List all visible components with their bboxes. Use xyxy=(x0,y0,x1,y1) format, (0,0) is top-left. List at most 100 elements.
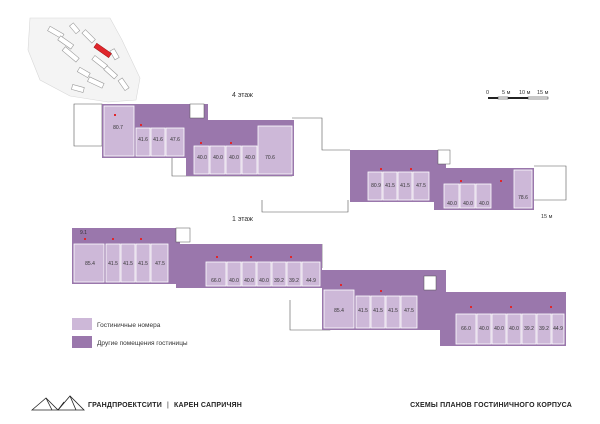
room-area-label: 85.4 xyxy=(334,308,344,314)
room-cell xyxy=(256,261,272,287)
room-cell xyxy=(205,261,227,287)
scale-tick-5: 5 м xyxy=(502,90,511,96)
room-area-label: 41.5 xyxy=(373,308,383,314)
footer-author: КАРЕН САПРИЧЯН xyxy=(174,402,243,409)
room-area-label: 47.5 xyxy=(155,261,165,267)
room-cell xyxy=(120,243,136,283)
room-area-label: 44.9 xyxy=(553,326,563,332)
scale-tick-0: 0 xyxy=(486,90,489,96)
room-area-label: 40.0 xyxy=(229,155,239,161)
room-area-label: 85.4 xyxy=(85,261,95,267)
room-area-label: 39.2 xyxy=(274,278,284,284)
room-cell xyxy=(475,183,492,209)
room-cell xyxy=(491,313,507,345)
legend-swatch-other xyxy=(72,336,92,348)
room-area-label: 39.2 xyxy=(524,326,534,332)
room-area-label: 40.0 xyxy=(509,326,519,332)
room-area-label: 80.9 xyxy=(371,183,381,189)
room-area-label: 41.5 xyxy=(123,261,133,267)
room-area-label: 66.0 xyxy=(211,278,221,284)
room-cell xyxy=(521,313,537,345)
floor-4-plan xyxy=(102,103,534,210)
room-area-label: 41.5 xyxy=(400,183,410,189)
room-area-label: 40.0 xyxy=(244,278,254,284)
room-cell xyxy=(286,261,302,287)
room-area-label: 41.5 xyxy=(138,261,148,267)
room-area-label: 39.2 xyxy=(539,326,549,332)
room-cell xyxy=(355,295,371,329)
floor-4-label: 4 этаж xyxy=(232,92,253,99)
room-cell xyxy=(551,313,565,345)
stair-core xyxy=(189,103,205,119)
room-area-label: 39.2 xyxy=(289,278,299,284)
stair-core xyxy=(437,149,451,165)
room-cell xyxy=(165,127,185,157)
room-cell xyxy=(193,145,210,175)
scale-tick-15: 15 м xyxy=(537,90,549,96)
room-area-label: 41.5 xyxy=(108,261,118,267)
room-cell xyxy=(382,171,398,201)
room-area-label: 40.0 xyxy=(447,201,457,207)
room-cell xyxy=(150,127,166,157)
room-cell xyxy=(476,313,492,345)
room-area-label: 41.5 xyxy=(388,308,398,314)
room-area-label: 40.0 xyxy=(494,326,504,332)
room-cell xyxy=(385,295,401,329)
room-cell xyxy=(323,289,355,329)
room-cell xyxy=(257,125,293,175)
room-cell xyxy=(536,313,552,345)
room-area-label: 40.0 xyxy=(479,201,489,207)
room-cell xyxy=(73,243,105,283)
room-cell xyxy=(459,183,476,209)
room-cell xyxy=(412,171,430,201)
footer-separator: | xyxy=(166,402,169,409)
room-cell xyxy=(455,313,477,345)
room-area-label: 44.9 xyxy=(306,278,316,284)
small-room-label: 9.1 xyxy=(80,230,87,236)
room-cell xyxy=(506,313,522,345)
site-highlight-building xyxy=(93,42,112,58)
legend-label-rooms: Гостиничные номера xyxy=(97,322,161,329)
floor-1-label: 1 этаж xyxy=(232,216,253,223)
scale-bar: 0 5 м 10 м 15 м xyxy=(486,90,549,100)
room-cell xyxy=(513,169,533,209)
room-cell xyxy=(225,145,242,175)
room-area-label: 41.5 xyxy=(385,183,395,189)
room-area-label: 40.0 xyxy=(197,155,207,161)
room-area-label: 40.0 xyxy=(229,278,239,284)
footer-title: СХЕМЫ ПЛАНОВ ГОСТИНИЧНОГО КОРПУСА xyxy=(410,402,572,409)
room-area-label: 40.0 xyxy=(259,278,269,284)
legend: Гостиничные номера Другие помещения гост… xyxy=(72,318,188,348)
room-cell xyxy=(209,145,226,175)
room-area-label: 40.0 xyxy=(245,155,255,161)
footer-brand: ГРАНДПРОЕКТСИТИ xyxy=(88,402,162,409)
room-area-label: 40.0 xyxy=(213,155,223,161)
room-area-label: 47.5 xyxy=(416,183,426,189)
stair-core xyxy=(175,227,191,243)
room-area-label: 41.5 xyxy=(358,308,368,314)
room-cell xyxy=(301,261,321,287)
room-area-label: 47.6 xyxy=(170,137,180,143)
room-cell xyxy=(241,145,258,175)
room-area-label: 78.6 xyxy=(518,195,528,201)
stair-core xyxy=(423,275,437,291)
room-cell xyxy=(105,243,121,283)
room-cell xyxy=(226,261,242,287)
room-cell xyxy=(135,243,151,283)
room-area-label: 40.0 xyxy=(463,201,473,207)
site-key-plan xyxy=(27,17,141,103)
floor-4-room-labels: 80.7 41.6 41.6 47.6 40.0 40.0 40.0 40.0 … xyxy=(113,125,528,207)
room-cell xyxy=(135,127,151,157)
room-cell xyxy=(271,261,287,287)
legend-swatch-rooms xyxy=(72,318,92,330)
room-cell xyxy=(400,295,418,329)
room-area-label: 47.5 xyxy=(404,308,414,314)
room-cell xyxy=(241,261,257,287)
room-cell xyxy=(150,243,169,283)
room-area-label: 66.0 xyxy=(461,326,471,332)
height-mark-label: 15 м xyxy=(541,214,553,220)
room-area-label: 41.6 xyxy=(138,137,148,143)
scale-tick-10: 10 м xyxy=(519,90,531,96)
room-area-label: 40.0 xyxy=(479,326,489,332)
